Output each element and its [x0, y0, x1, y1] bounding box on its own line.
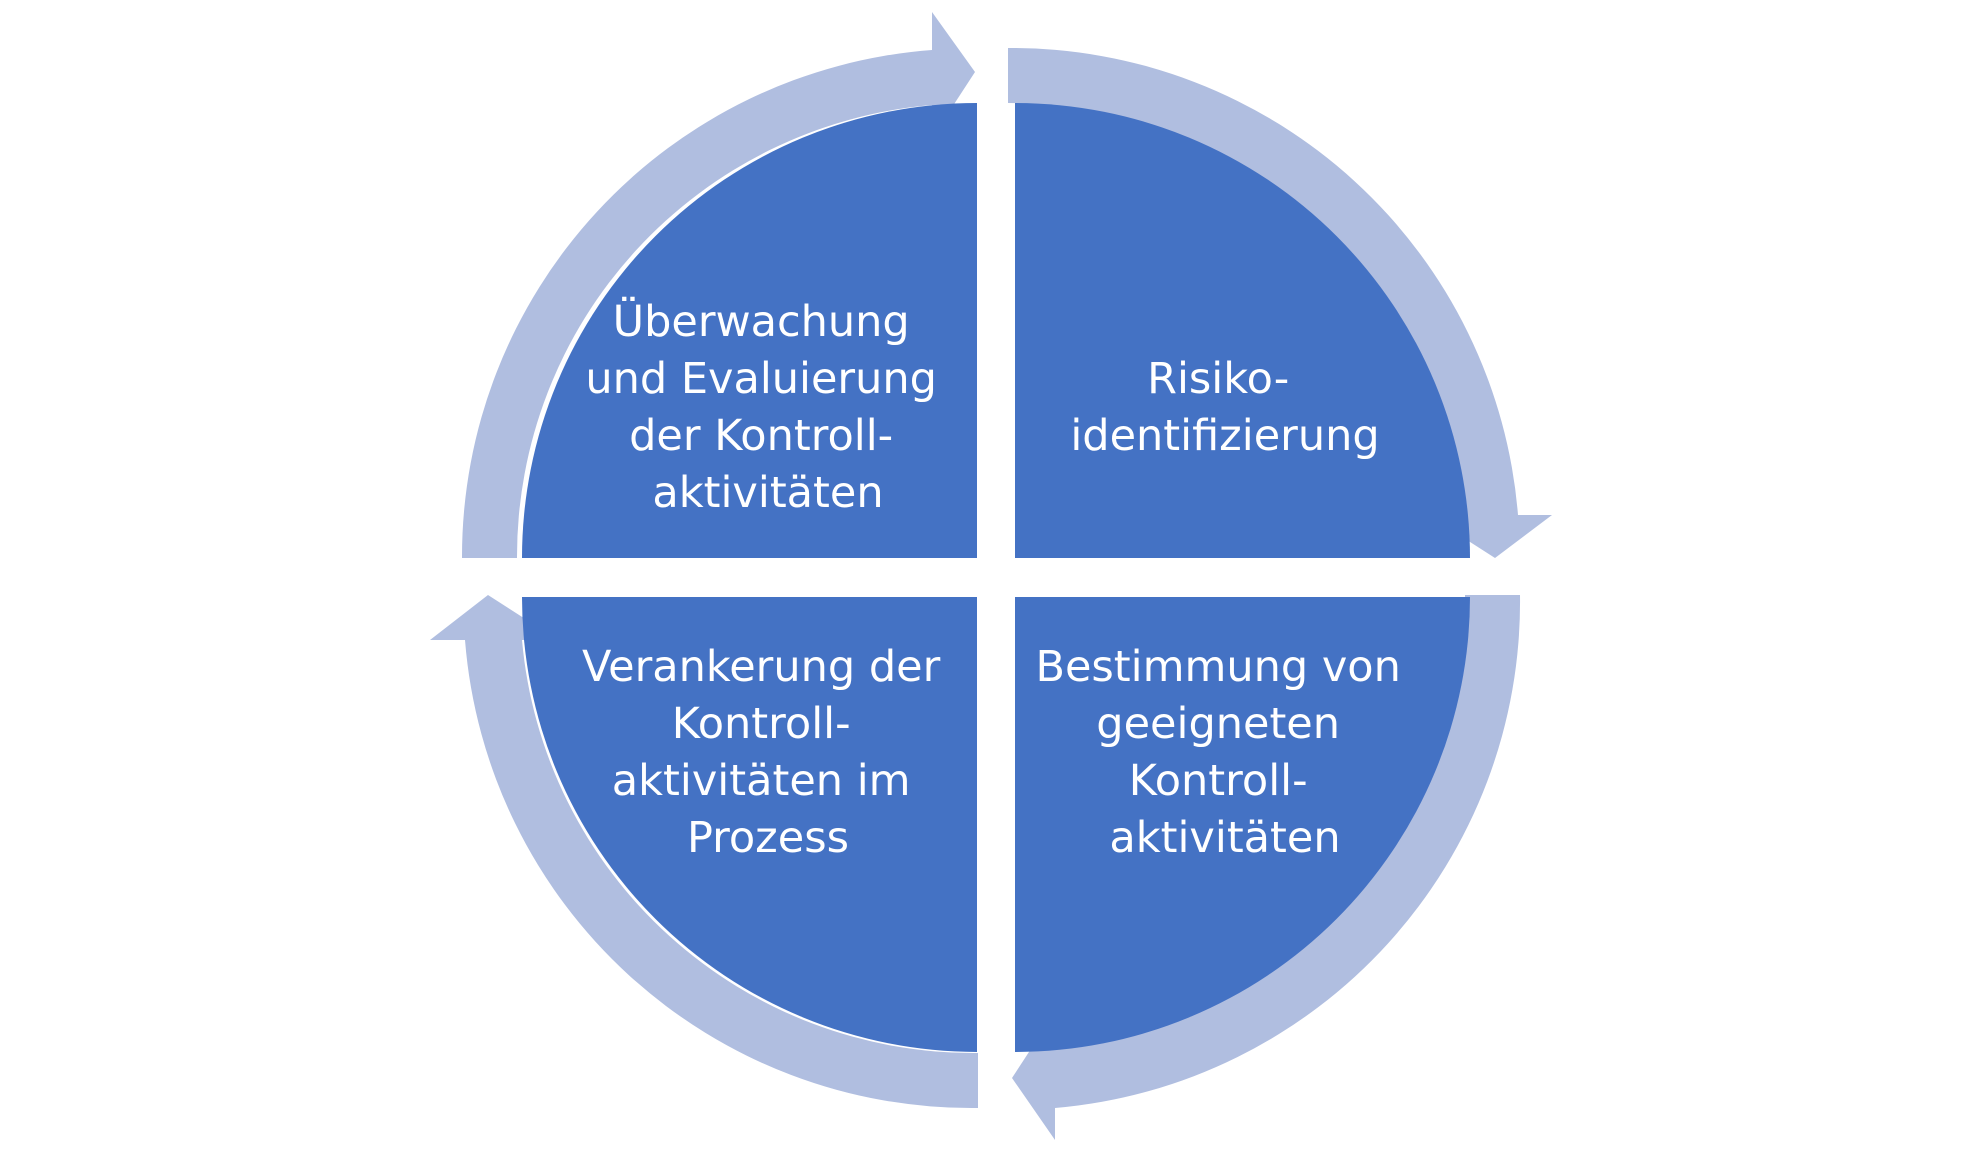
label-top-right: Risiko- identifizierung [1070, 354, 1379, 461]
label-bottom-right: Bestimmung von geeigneten Kontroll- akti… [1035, 642, 1414, 863]
top-left-arrow [461, 12, 975, 558]
quadrant-bottom-right [1015, 597, 1470, 1052]
bottom-left-arrow [430, 595, 978, 1109]
quadrant-bottom-left [522, 597, 977, 1052]
quadrant-top-right [1015, 103, 1470, 558]
label-bottom-left: Verankerung der Kontroll- aktivitäten im… [582, 642, 954, 863]
label-top-left: Überwachung und Evaluierung der Kontroll… [585, 296, 950, 518]
quadrant-labels: Überwachung und Evaluierung der Kontroll… [582, 296, 1414, 863]
quadrant-top-left [522, 103, 977, 558]
top-right-arrow [1008, 47, 1552, 558]
quadrants [522, 103, 1470, 1052]
cycle-arrows [430, 12, 1552, 1140]
bottom-right-arrow [1012, 595, 1521, 1140]
